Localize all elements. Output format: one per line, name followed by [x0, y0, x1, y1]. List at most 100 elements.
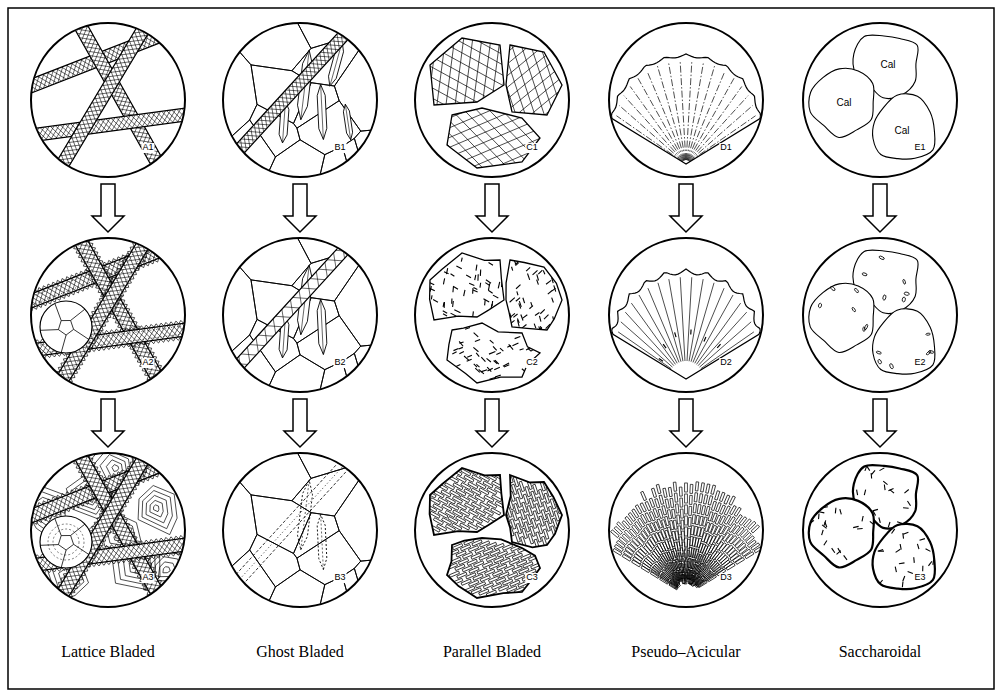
- blade-hatch: [0, 487, 228, 520]
- blade-hatch: [147, 167, 235, 400]
- blade-hatch: [0, 0, 217, 2]
- blade-hatch: [3, 0, 249, 8]
- blade-hatch: [0, 184, 245, 217]
- blade-hatch: [0, 438, 243, 478]
- blade-hatch: [24, 7, 204, 180]
- blade-pattern: [0, 359, 279, 697]
- blade-hatch: [26, 0, 154, 196]
- blade-hatch: [121, 177, 209, 410]
- cleavage-line: [407, 34, 599, 193]
- blade-hatch: [182, 0, 431, 12]
- growth-ring: [48, 524, 84, 560]
- blade-hatch: [0, 223, 243, 263]
- blade-hatch: [0, 447, 223, 480]
- blade-hatch: [132, 172, 220, 405]
- cleavage-line: [391, 85, 621, 182]
- blade-hatch: [22, 225, 202, 398]
- blade-axis: [301, 480, 309, 549]
- cleavage-line: [399, 17, 573, 196]
- blade-hatch: [136, 230, 231, 461]
- crystal-facet: [58, 321, 73, 336]
- blade-hatch: [0, 466, 176, 639]
- blade-hatch: [303, 188, 343, 434]
- blade-hatch: [0, 584, 219, 624]
- blade-hatch: [0, 385, 60, 624]
- blade-hatch: [125, 390, 213, 623]
- blade-hatch: [0, 430, 244, 470]
- blade-hatch: [0, 346, 223, 386]
- blade-hatch: [133, 261, 261, 475]
- blade-hatch: [0, 171, 64, 410]
- blade-hatch: [220, 0, 260, 233]
- blade-hatch: [0, 390, 116, 604]
- blade-hatch: [180, 22, 429, 39]
- replacement-lath: [498, 282, 499, 288]
- crystal-facet: [61, 335, 66, 353]
- blade-hatch: [65, 198, 153, 431]
- blade-hatch: [382, 175, 422, 421]
- blade-hatch: [0, 0, 67, 179]
- blade-hatch: [0, 116, 236, 149]
- blade-hatch: [32, 0, 127, 204]
- blade-hatch: [12, 218, 100, 451]
- replacement-lath: [466, 275, 471, 278]
- cleavage-line: [350, 16, 429, 253]
- blade-hatch: [0, 307, 233, 340]
- blade-hatch: [165, 457, 260, 688]
- replacement-lath: [452, 301, 454, 307]
- cleavage-line: [348, 103, 567, 223]
- blade-hatch: [88, 449, 216, 663]
- blade-hatch: [5, 6, 93, 239]
- blade-hatch: [0, 557, 224, 597]
- blade-hatch: [0, 561, 223, 601]
- replacement-lath: [540, 309, 544, 313]
- blade-hatch: [0, 0, 33, 185]
- blade-hatch: [80, 0, 168, 211]
- blade-hatch: [16, 431, 104, 664]
- replacement-lath: [480, 269, 481, 275]
- cleavage-line: [384, 68, 614, 165]
- blade-hatch: [0, 192, 246, 225]
- blade-hatch: [35, 210, 215, 383]
- blade-hatch: [88, 0, 268, 114]
- blade-hatch: [84, 232, 212, 446]
- blade-hatch: [0, 233, 60, 466]
- blade-hatch: [173, 372, 261, 605]
- blade-hatch: [0, 349, 222, 389]
- blade-hatch: [1, 7, 89, 240]
- blade-hatch: [179, 259, 428, 276]
- blade-hatch: [43, 422, 171, 636]
- blade-hatch: [173, 122, 422, 139]
- blade-hatch: [212, 0, 252, 234]
- blade-pattern: [165, 0, 434, 242]
- blade-hatch: [214, 202, 254, 448]
- blade-hatch: [254, 196, 294, 442]
- cleavage-line: [413, 0, 445, 216]
- grain-boundary: [217, 550, 275, 613]
- replacement-lath: [475, 275, 476, 280]
- blade-hatch: [0, 300, 129, 473]
- blade-hatch: [0, 499, 230, 532]
- blade-hatch: [0, 472, 171, 645]
- cleavage-line: [405, 10, 579, 189]
- blade-hatch: [113, 180, 201, 413]
- blade-hatch: [0, 511, 231, 544]
- blade-hatch: [0, 566, 239, 599]
- blade-hatch: [0, 0, 44, 188]
- cleavage-line: [365, 72, 584, 192]
- cleavage-line: [340, 73, 514, 252]
- blade-hatch: [200, 0, 240, 236]
- blade-hatch: [91, 236, 219, 450]
- blade-hatch: [350, 0, 390, 212]
- cleavage-line: [592, 0, 624, 239]
- blade-hatch: [0, 21, 223, 54]
- blade-hatch: [1, 0, 75, 198]
- blade-hatch: [98, 455, 226, 669]
- blade-hatch: [173, 349, 422, 366]
- blade-hatch: [0, 275, 202, 401]
- blade-hatch: [91, 21, 219, 235]
- blade-hatch: [0, 471, 226, 504]
- blade-hatch: [136, 15, 231, 246]
- growth-ring: [53, 529, 79, 555]
- texture: [165, 0, 434, 242]
